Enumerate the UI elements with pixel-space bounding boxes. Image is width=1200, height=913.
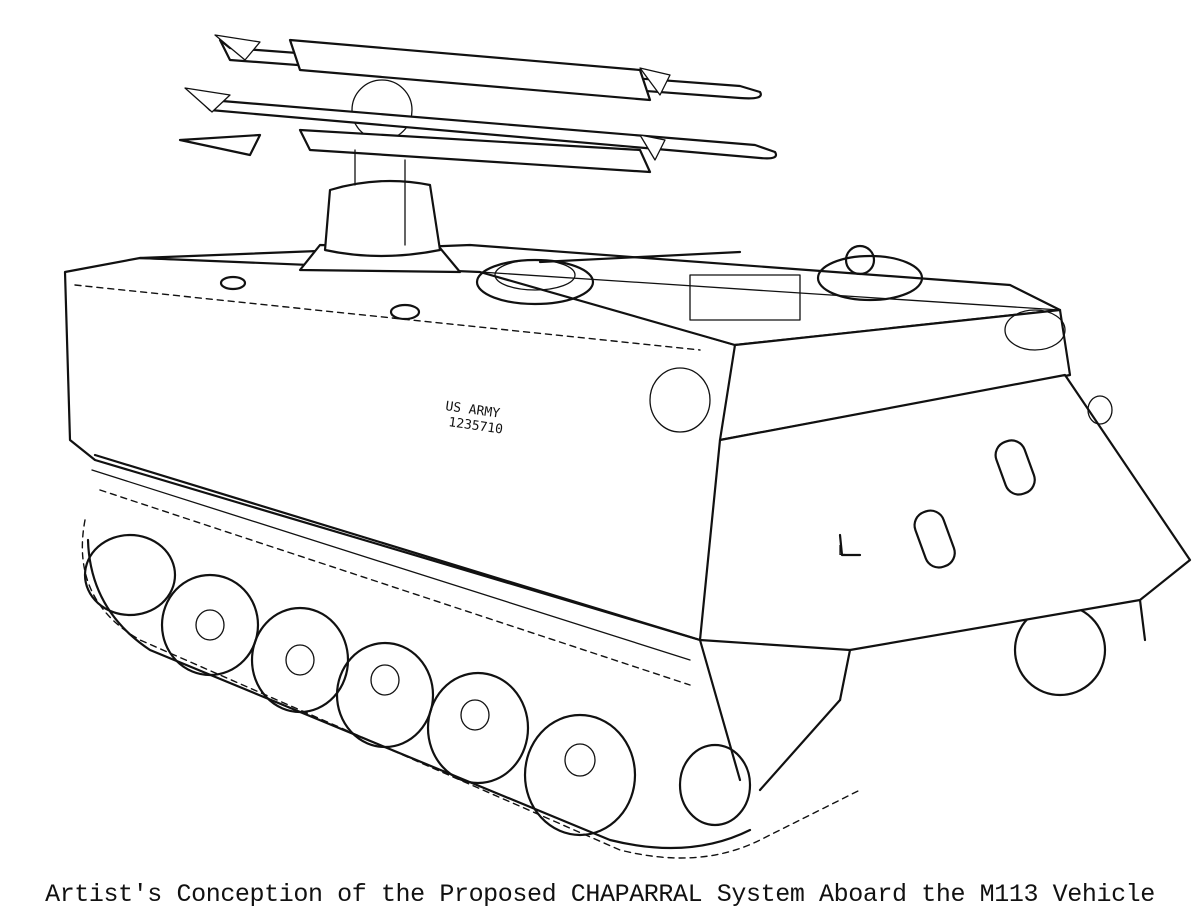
- figure-caption: Artist's Conception of the Proposed CHAP…: [45, 880, 1155, 909]
- chaparral-m113-illustration: L US ARMY 1235710: [63, 34, 1192, 859]
- missile-launcher: [178, 34, 778, 274]
- hull: L US ARMY 1235710: [63, 243, 1192, 792]
- front-plate-letter: L: [838, 544, 846, 559]
- track-assembly: [81, 519, 1107, 859]
